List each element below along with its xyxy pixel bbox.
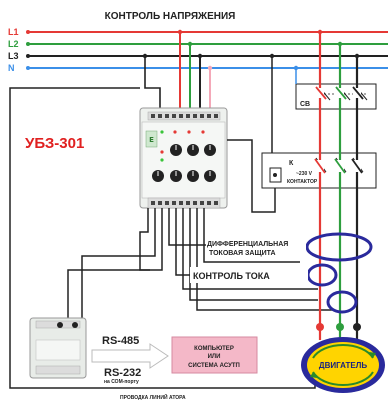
diagram-title: КОНТРОЛЬ НАПРЯЖЕНИЯ [105, 11, 236, 22]
current-control-label: КОНТРОЛЬ ТОКА [193, 271, 270, 281]
bus-label-l3: L3 [8, 51, 19, 61]
rs485-label: RS-485 [102, 335, 139, 347]
differential-ct [305, 232, 373, 262]
switch-contacts [314, 86, 364, 174]
device-model-label: УБЗ-301 [25, 135, 84, 152]
motor: ДВИГАТЕЛЬ [301, 323, 385, 393]
contactor-coil-note2: КОНТАКТОР [287, 179, 318, 185]
motor-label: ДВИГАТЕЛЬ [319, 361, 367, 370]
lower-ct [326, 290, 358, 314]
breaker-label: СВ [300, 101, 310, 108]
bus-lines [26, 29, 388, 71]
svg-text:E: E [149, 136, 154, 144]
device-output-wires [67, 139, 335, 325]
data-arrow [91, 343, 169, 369]
ubz-device: E [139, 107, 228, 209]
differential-label-line2: ТОКОВАЯ ЗАЩИТА [209, 250, 276, 257]
differential-label-line1: ДИФФЕРЕНЦИАЛЬНАЯ [207, 241, 288, 248]
voltage-sense-wires [144, 32, 211, 110]
com-port-note: на СОМ-порту [104, 379, 139, 385]
interface-module [29, 317, 87, 379]
contactor-label: К [289, 160, 294, 167]
computer-line2: ИЛИ [208, 354, 221, 360]
footer-text: ПРОВОДКА ЛИНИЙ АТОРА [120, 393, 186, 401]
differential-label-bg [206, 238, 306, 256]
rs232-label: RS-232 [104, 367, 141, 379]
bus-label-l1: L1 [8, 27, 19, 37]
computer-line3: СИСТЕМА АСУТП [188, 363, 240, 369]
current-control-ct [306, 263, 338, 287]
contactor-coil-note: ~230 V [296, 171, 313, 177]
bus-label-n: N [8, 63, 15, 73]
bus-label-l2: L2 [8, 39, 19, 49]
computer-line1: КОМПЬЮТЕР [194, 346, 234, 352]
computer-box [171, 336, 258, 374]
